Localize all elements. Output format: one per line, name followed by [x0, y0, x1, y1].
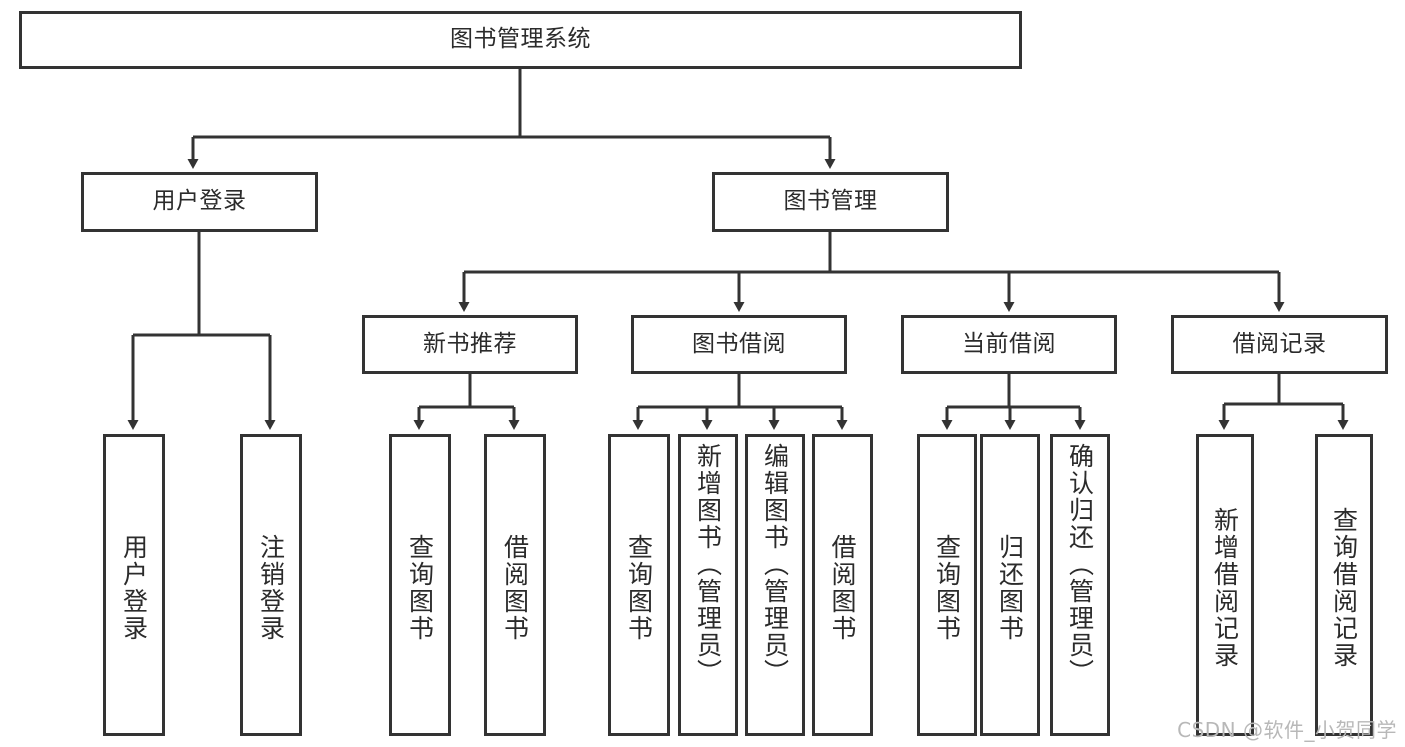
- leaf-user-login-logout[interactable]: 注销登录: [240, 434, 302, 736]
- node-label: 图书管理系统: [450, 26, 591, 53]
- node-book-management[interactable]: 图书管理: [712, 172, 949, 232]
- node-book-borrow[interactable]: 图书借阅: [631, 315, 847, 374]
- node-label: 新书推荐: [423, 330, 517, 357]
- leaf-borrow-borrow-book[interactable]: 借阅图书: [812, 434, 873, 736]
- leaf-borrow-add-book-admin[interactable]: 新增图书（管理员）: [678, 434, 738, 736]
- node-label: 借阅记录: [1232, 330, 1327, 357]
- node-label: 用户登录: [152, 188, 247, 215]
- node-label: 新增图书（管理员）: [693, 443, 723, 686]
- node-borrow-records[interactable]: 借阅记录: [1171, 315, 1388, 374]
- leaf-current-query-book[interactable]: 查询图书: [917, 434, 977, 736]
- node-root-book-management-system[interactable]: 图书管理系统: [19, 11, 1022, 69]
- watermark-text: CSDN @软件_小贺同学: [1177, 718, 1397, 742]
- leaf-new-book-borrow[interactable]: 借阅图书: [484, 434, 546, 736]
- leaf-current-return-book[interactable]: 归还图书: [980, 434, 1040, 736]
- node-label: 借阅图书: [500, 534, 530, 642]
- node-label: 确认归还（管理员）: [1065, 443, 1095, 686]
- node-label: 查询图书: [624, 534, 654, 642]
- node-label: 注销登录: [256, 534, 286, 642]
- leaf-borrow-edit-book-admin[interactable]: 编辑图书（管理员）: [745, 434, 805, 736]
- leaf-current-confirm-return-admin[interactable]: 确认归还（管理员）: [1050, 434, 1110, 736]
- node-label: 图书管理: [783, 188, 878, 215]
- node-label: 查询图书: [932, 534, 962, 642]
- leaf-records-query-record[interactable]: 查询借阅记录: [1315, 434, 1373, 736]
- node-label: 查询借阅记录: [1329, 507, 1359, 669]
- node-label: 用户登录: [119, 534, 149, 642]
- node-label: 新增借阅记录: [1210, 507, 1240, 669]
- node-label: 图书借阅: [692, 330, 786, 357]
- node-label: 查询图书: [405, 534, 435, 642]
- leaf-new-book-query[interactable]: 查询图书: [389, 434, 451, 736]
- node-label: 编辑图书（管理员）: [760, 443, 790, 686]
- node-label: 借阅图书: [828, 534, 857, 642]
- node-label: 归还图书: [995, 534, 1025, 642]
- leaf-borrow-query-book[interactable]: 查询图书: [608, 434, 670, 736]
- leaf-user-login-login[interactable]: 用户登录: [103, 434, 165, 736]
- node-current-borrow[interactable]: 当前借阅: [901, 315, 1117, 374]
- node-new-book-recommend[interactable]: 新书推荐: [362, 315, 578, 374]
- node-label: 当前借阅: [962, 330, 1056, 357]
- node-user-login[interactable]: 用户登录: [81, 172, 318, 232]
- leaf-records-add-record[interactable]: 新增借阅记录: [1196, 434, 1254, 736]
